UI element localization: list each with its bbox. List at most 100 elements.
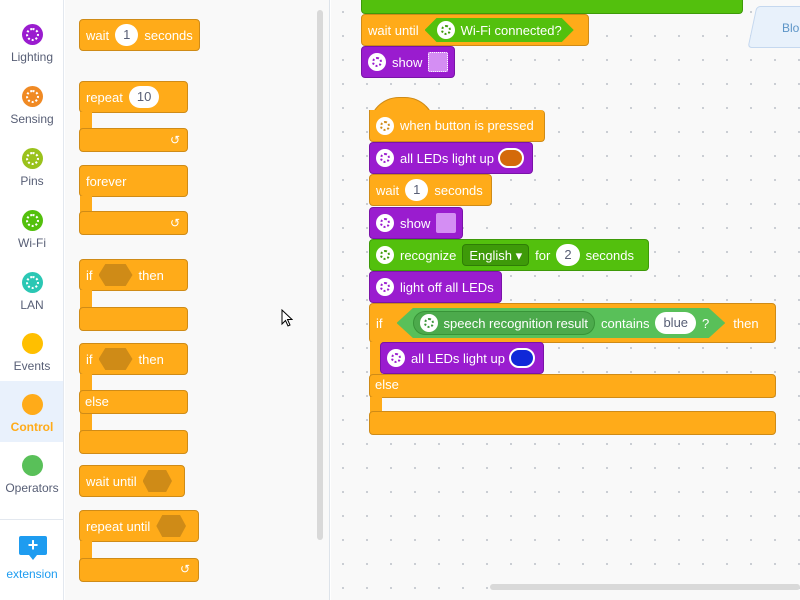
else-arm xyxy=(370,397,382,413)
lighting-icon xyxy=(368,53,386,71)
blocks-tab-label: Blo xyxy=(782,21,800,35)
speech-result-reporter[interactable]: speech recognition result xyxy=(412,311,596,335)
condition-slot[interactable] xyxy=(156,515,186,537)
block-label: wait until xyxy=(368,22,419,38)
led-pattern-picker[interactable] xyxy=(428,52,448,72)
repeat-count-input[interactable]: 10 xyxy=(128,86,160,108)
operators-icon xyxy=(22,455,43,476)
repeat-until-arm xyxy=(80,541,92,561)
workspace-horizontal-scrollbar[interactable] xyxy=(490,584,800,590)
loop-arrow-icon: ↺ xyxy=(170,133,181,147)
category-lighting[interactable]: Lighting xyxy=(0,11,63,72)
repeat-footer xyxy=(79,128,188,152)
block-label: recognize xyxy=(400,247,457,263)
block-label: for xyxy=(535,247,551,263)
block-label: contains xyxy=(601,315,650,331)
if-else-block[interactable]: if speech recognition result contains bl… xyxy=(369,303,776,343)
block-label: ? xyxy=(702,315,710,331)
led-pattern-picker[interactable] xyxy=(436,213,456,233)
duration-input[interactable]: 2 xyxy=(556,244,580,266)
loop-arrow-icon: ↺ xyxy=(170,216,181,230)
light-off-all-leds-block[interactable]: light off all LEDs xyxy=(369,271,502,303)
forever-footer xyxy=(79,211,188,235)
else-section: else xyxy=(79,390,188,414)
lan-icon xyxy=(22,272,43,293)
recognize-speech-block[interactable]: recognize English ▾ for 2 seconds xyxy=(369,239,649,271)
led-color-picker[interactable] xyxy=(497,148,524,168)
palette-scrollbar[interactable] xyxy=(317,10,323,540)
contains-condition[interactable]: speech recognition result contains blue … xyxy=(396,308,726,338)
block-label: seconds xyxy=(144,27,193,43)
block-label: wait xyxy=(376,182,400,198)
if-else-footer xyxy=(369,411,776,435)
palette-wait-block[interactable]: wait 1 seconds xyxy=(79,19,200,51)
category-control[interactable]: Control xyxy=(0,381,63,442)
wait-block[interactable]: wait 1 seconds xyxy=(369,174,492,206)
palette-if-then-block[interactable]: if then xyxy=(79,259,188,291)
block-label: repeat xyxy=(86,89,123,105)
wait-seconds-input[interactable]: 1 xyxy=(115,24,139,46)
when-button-pressed-block[interactable]: when button is pressed xyxy=(369,110,545,142)
repeat-until-footer xyxy=(79,558,199,582)
block-label: all LEDs light up xyxy=(411,350,505,366)
wifi-icon xyxy=(436,21,455,39)
category-lan[interactable]: LAN xyxy=(0,259,63,320)
category-label: Lighting xyxy=(10,50,54,64)
block-label: show xyxy=(400,215,431,231)
pins-icon xyxy=(22,148,43,169)
block-label: then xyxy=(138,267,164,283)
contains-value-input[interactable]: blue xyxy=(655,312,697,334)
block-label: seconds xyxy=(434,182,483,198)
inner-all-leds-light-up-block[interactable]: all LEDs light up xyxy=(380,342,544,374)
block-label: then xyxy=(138,351,164,367)
led-color-picker[interactable] xyxy=(508,348,535,368)
show-block[interactable]: show xyxy=(369,207,463,239)
category-label: LAN xyxy=(20,298,44,312)
palette-repeat-block[interactable]: repeat 10 xyxy=(79,81,188,113)
block-label: wait until xyxy=(86,473,137,489)
category-label: Pins xyxy=(20,174,44,188)
block-label: show xyxy=(392,54,423,70)
if-else-footer xyxy=(79,430,188,454)
reporter-label: speech recognition result xyxy=(443,315,589,331)
offscreen-wifi-block[interactable] xyxy=(361,0,743,14)
category-operators[interactable]: Operators xyxy=(0,442,63,503)
category-events[interactable]: Events xyxy=(0,320,63,381)
category-pins[interactable]: Pins xyxy=(0,135,63,196)
palette-if-else-block[interactable]: if then xyxy=(79,343,188,375)
block-label: light off all LEDs xyxy=(400,279,494,295)
show-block-top[interactable]: show xyxy=(361,46,455,78)
if-arm xyxy=(80,290,92,310)
category-label: Control xyxy=(10,420,54,434)
lighting-icon xyxy=(376,214,394,232)
category-label: Operators xyxy=(5,481,59,495)
mouse-cursor-icon xyxy=(281,309,293,327)
category-wifi[interactable]: Wi-Fi xyxy=(0,197,63,258)
category-sidebar: Lighting Sensing Pins Wi-Fi LAN Events C… xyxy=(0,0,64,600)
category-label: Events xyxy=(13,359,51,373)
button-icon xyxy=(376,116,394,135)
wifi-connected-condition[interactable]: Wi-Fi connected? xyxy=(424,18,574,42)
condition-slot[interactable] xyxy=(142,470,172,492)
condition-slot[interactable] xyxy=(98,348,133,370)
palette-wait-until-block[interactable]: wait until xyxy=(79,465,185,497)
condition-label: Wi-Fi connected? xyxy=(460,22,562,38)
wifi-icon xyxy=(22,210,43,231)
block-label: all LEDs light up xyxy=(400,150,494,166)
wait-seconds-input[interactable]: 1 xyxy=(405,179,429,201)
category-sensing[interactable]: Sensing xyxy=(0,73,63,134)
block-label: repeat until xyxy=(86,518,151,534)
palette-repeat-until-block[interactable]: repeat until xyxy=(79,510,199,542)
all-leds-light-up-block[interactable]: all LEDs light up xyxy=(369,142,533,174)
palette-forever-block[interactable]: forever xyxy=(79,165,188,197)
wait-until-wifi-block[interactable]: wait until Wi-Fi connected? xyxy=(361,14,589,46)
block-label: else xyxy=(85,394,109,409)
repeat-arm xyxy=(80,112,92,132)
block-label: if xyxy=(86,351,93,367)
language-dropdown[interactable]: English ▾ xyxy=(462,244,530,266)
lighting-icon xyxy=(376,149,394,167)
condition-slot[interactable] xyxy=(98,264,133,286)
else-section: else xyxy=(369,374,776,398)
extension-button[interactable]: + extension xyxy=(0,519,63,600)
